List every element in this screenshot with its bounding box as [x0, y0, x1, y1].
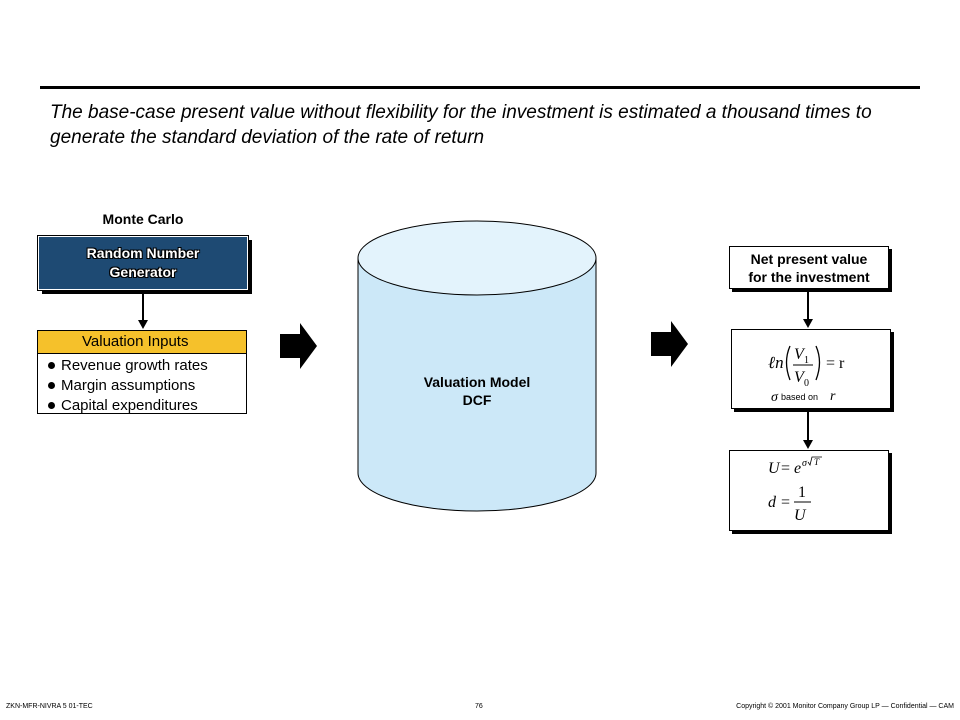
valuation-inputs-box: Valuation Inputs Revenue growth rates Ma… [37, 330, 247, 414]
bullet-icon [48, 381, 55, 389]
list-item: Margin assumptions [48, 376, 246, 396]
valuation-model-cylinder [357, 220, 597, 512]
log-return-formula: ℓn V 1 V 0 = r σ based on r [768, 345, 845, 405]
title-rule [40, 86, 920, 89]
svg-text:U: U [768, 460, 781, 477]
svg-text:0: 0 [804, 378, 809, 389]
generator-line1: Random Number [86, 245, 200, 261]
valuation-inputs-list: Revenue growth rates Margin assumptions … [38, 354, 246, 416]
block-arrow-right-icon [280, 323, 317, 369]
bullet-icon [48, 401, 55, 409]
valuation-inputs-header: Valuation Inputs [38, 331, 246, 354]
model-line2: DCF [462, 392, 492, 408]
svg-text:V: V [794, 369, 806, 386]
up-down-formula-box: U = e σ T d = 1 U [729, 450, 889, 531]
list-item: Capital expenditures [48, 396, 246, 416]
bullet-icon [48, 361, 55, 369]
svg-text:U: U [794, 507, 807, 524]
up-down-formula: U = e σ T d = 1 U [768, 456, 822, 524]
page-title: The base-case present value without flex… [50, 102, 872, 148]
sigma-note: based on [781, 392, 818, 402]
npv-line2: for the investment [748, 268, 870, 285]
svg-text:1: 1 [798, 484, 806, 501]
list-item: Revenue growth rates [48, 356, 246, 376]
svg-text:ℓn: ℓn [768, 353, 784, 372]
generator-to-inputs-arrow [138, 290, 148, 329]
svg-text:=: = [781, 494, 790, 511]
npv-box: Net present value for the investment [729, 246, 889, 289]
formula-rhs: = r [826, 355, 845, 372]
model-line1: Valuation Model [423, 374, 531, 390]
random-number-generator-box: Random Number Generator [37, 235, 249, 291]
monte-carlo-label: Monte Carlo [102, 211, 184, 227]
footer-left: ZKN-MFR-NIVRA 5 01-TEC [6, 703, 93, 710]
npv-to-formula-arrow [803, 290, 813, 328]
log-return-formula-box: ℓn V 1 V 0 = r σ based on r [731, 329, 891, 409]
npv-line1: Net present value [750, 250, 868, 267]
svg-text:=: = [781, 460, 790, 477]
svg-text:e: e [794, 460, 801, 477]
generator-line2: Generator [109, 264, 177, 280]
svg-text:1: 1 [804, 355, 809, 366]
footer-right: Copyright © 2001 Monitor Company Group L… [736, 703, 954, 710]
valuation-model-label: Valuation Model DCF [355, 373, 599, 409]
svg-text:d: d [768, 494, 777, 511]
svg-text:σ: σ [802, 458, 808, 469]
svg-text:σ: σ [771, 390, 779, 405]
sigma-var: r [830, 389, 836, 404]
svg-text:T: T [814, 457, 820, 467]
formula-to-formula-arrow [803, 411, 813, 449]
footer-page-number: 76 [475, 703, 483, 710]
svg-text:V: V [794, 346, 806, 363]
block-arrow-right-icon [651, 321, 688, 367]
